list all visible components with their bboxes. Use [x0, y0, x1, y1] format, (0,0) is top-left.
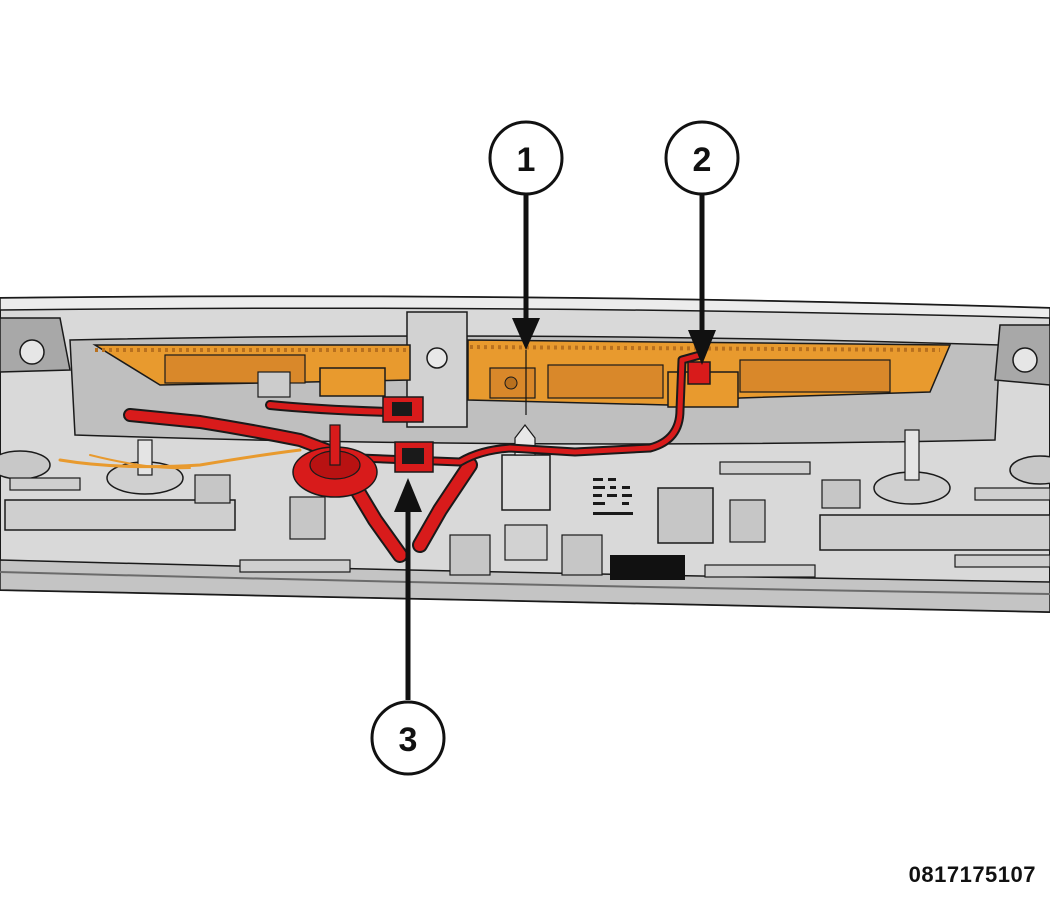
mounting-boss-right [873, 429, 951, 505]
callout-2: 2 [664, 120, 740, 365]
figure-id: 0817175107 [908, 862, 1036, 887]
connector-lower [394, 441, 434, 473]
harness-grommet [292, 424, 378, 498]
connector-right [687, 361, 711, 385]
callout-2-label: 2 [693, 141, 712, 179]
callout-3: 3 [370, 478, 446, 776]
callout-1-label: 1 [517, 141, 536, 179]
connector-upper [382, 396, 424, 423]
callout-1: 1 [488, 120, 564, 415]
callout-3-label: 3 [399, 721, 418, 759]
lower-clip [501, 424, 551, 561]
